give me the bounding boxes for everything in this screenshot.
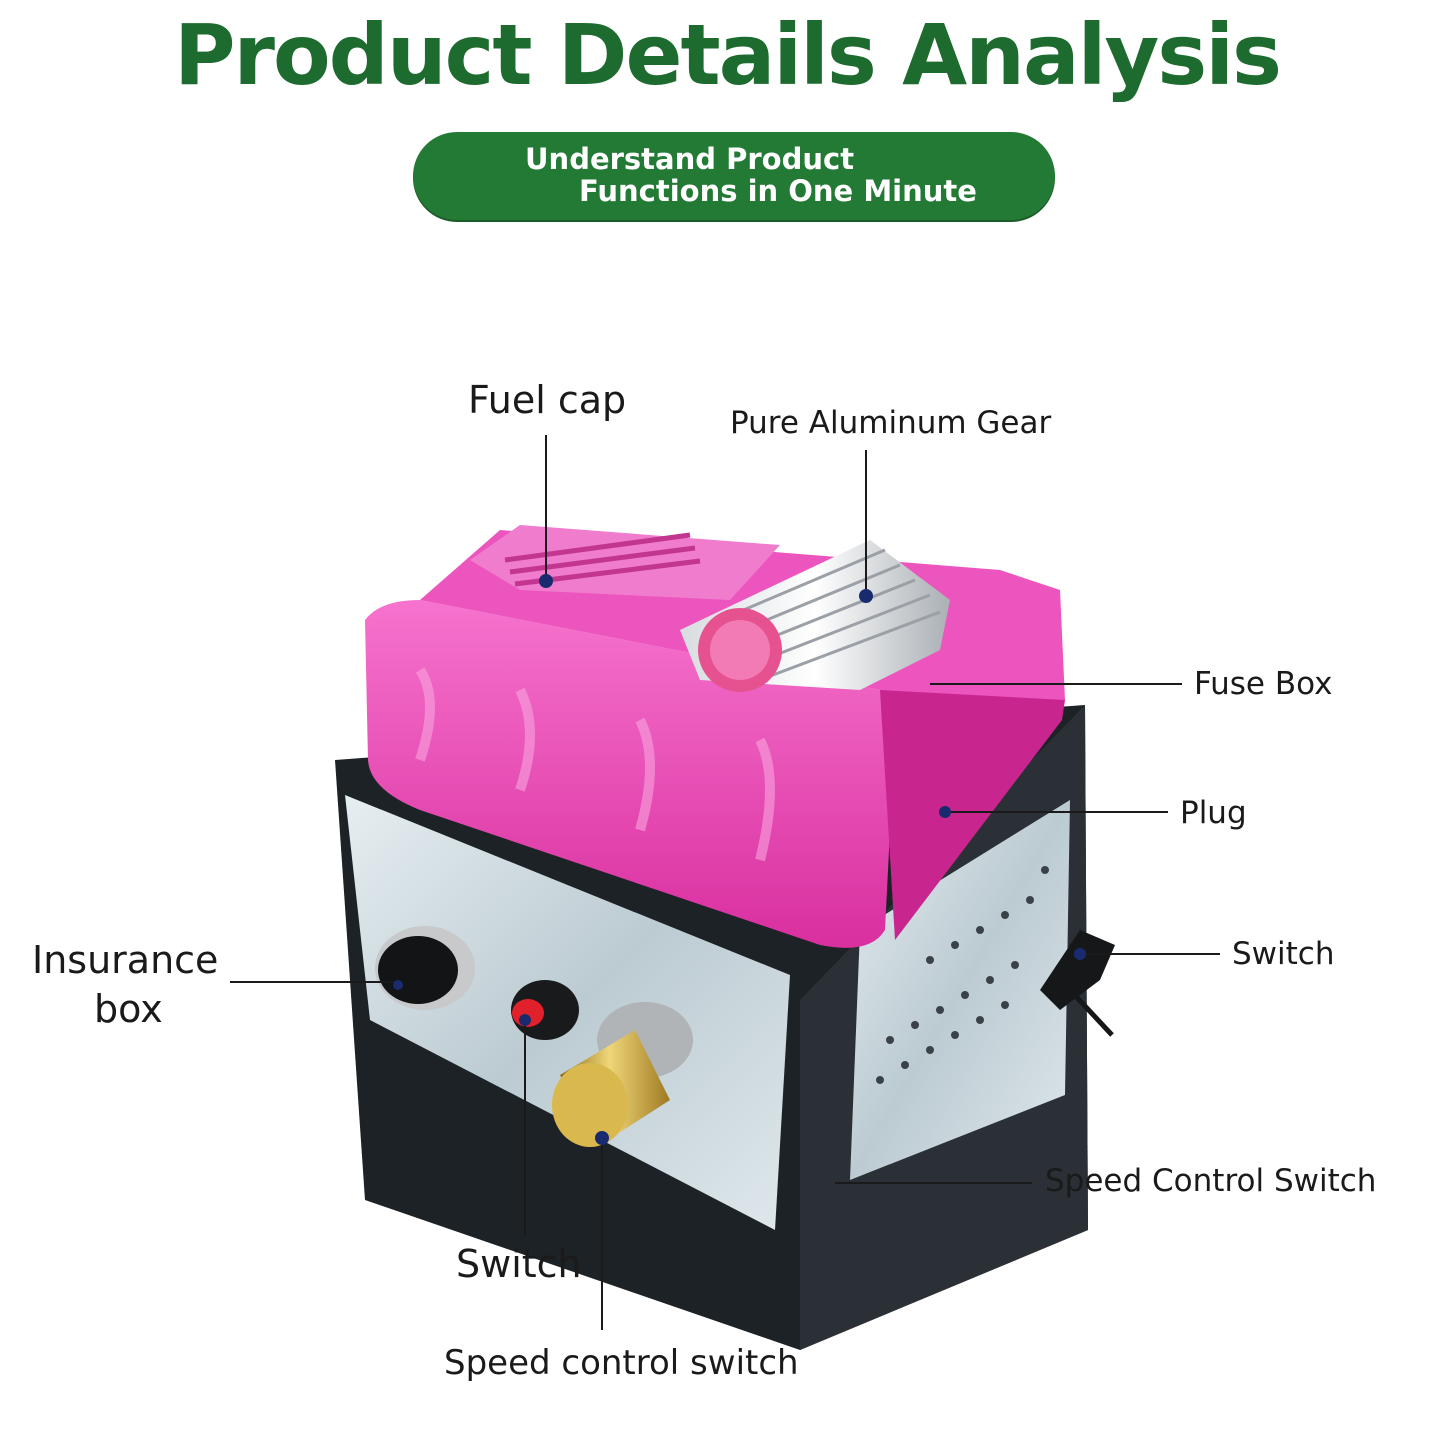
red-switch (511, 980, 579, 1040)
label-switch-right: Switch (1232, 936, 1335, 972)
speed-control-knob (552, 1002, 693, 1147)
label-switch-bottom: Switch (456, 1242, 582, 1286)
label-plug: Plug (1180, 795, 1247, 831)
label-speed-control-bottom: Speed control switch (444, 1343, 799, 1383)
label-insurance-line-1: Insurance (32, 938, 219, 982)
leader-dots (393, 574, 1086, 1145)
subtitle-banner: Understand Product Functions in One Minu… (413, 132, 1055, 220)
subtitle-line-1: Understand Product (525, 142, 855, 176)
label-speed-control-right: Speed Control Switch (1045, 1163, 1377, 1199)
side-switch-lever (1040, 930, 1115, 1037)
subtitle-line-2: Functions in One Minute (579, 174, 977, 208)
label-fuse-box: Fuse Box (1194, 666, 1333, 702)
aluminum-gear (680, 540, 950, 692)
leader-lines (230, 435, 1220, 1330)
page-title: Product Details Analysis (173, 6, 1282, 104)
label-fuel-cap: Fuel cap (468, 378, 627, 422)
side-panel (850, 800, 1070, 1180)
side-grille (876, 866, 1049, 1084)
label-insurance-line-2: box (94, 987, 163, 1031)
label-pure-aluminum-gear: Pure Aluminum Gear (730, 405, 1052, 441)
insurance-box-knob (375, 926, 475, 1010)
